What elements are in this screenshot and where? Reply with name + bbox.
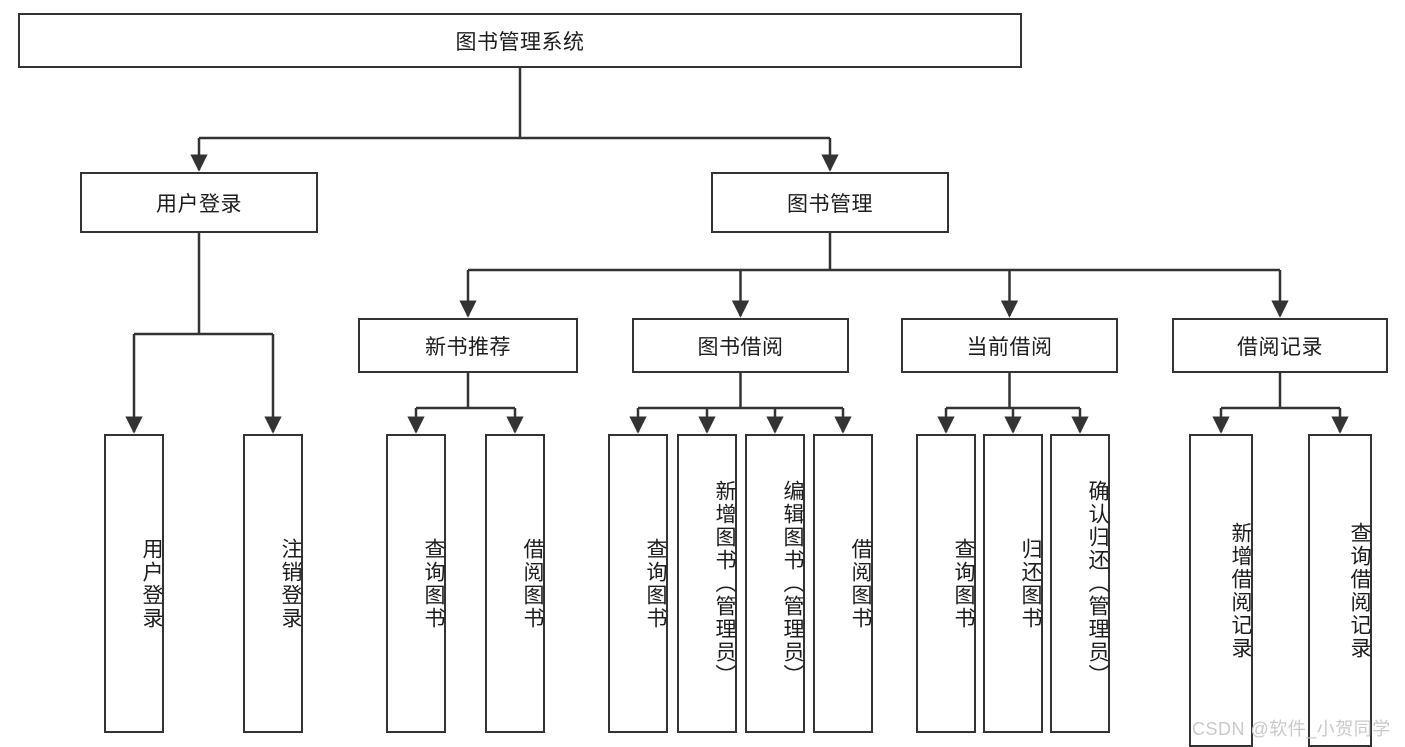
node-book-borrow[interactable]: 图书借阅	[632, 318, 849, 373]
leaf-query-book-current[interactable]: 查询图书	[916, 434, 976, 733]
node-user-login-label: 用户登录	[156, 192, 242, 216]
node-book-manage-label: 图书管理	[787, 192, 873, 216]
leaf-borrow-book[interactable]: 借阅图书	[813, 434, 873, 733]
leaf-user-login[interactable]: 用户登录	[104, 434, 164, 733]
leaf-query-borrow-record[interactable]: 查询借阅记录	[1308, 434, 1372, 747]
node-root-label: 图书管理系统	[455, 30, 585, 54]
leaf-logout-label: 注销登录	[279, 537, 302, 630]
node-current-borrow-label: 当前借阅	[966, 335, 1053, 359]
node-new-book-recommend-label: 新书推荐	[425, 335, 511, 359]
leaf-edit-book-label: 编辑图书（管理员）	[781, 480, 804, 687]
leaf-query-book-borrow-label: 查询图书	[644, 537, 667, 630]
leaf-query-book-current-label: 查询图书	[952, 537, 975, 630]
leaf-query-borrow-record-label: 查询借阅记录	[1348, 521, 1371, 660]
leaf-query-book-recommend-label: 查询图书	[422, 537, 445, 630]
leaf-confirm-return[interactable]: 确认归还（管理员）	[1050, 434, 1110, 733]
node-current-borrow[interactable]: 当前借阅	[901, 318, 1118, 373]
leaf-logout[interactable]: 注销登录	[243, 434, 303, 733]
leaf-add-book-label: 新增图书（管理员）	[713, 480, 736, 687]
leaf-edit-book[interactable]: 编辑图书（管理员）	[745, 434, 805, 733]
leaf-borrow-book-recommend-label: 借阅图书	[521, 537, 544, 630]
node-book-borrow-label: 图书借阅	[697, 335, 784, 359]
node-borrow-record[interactable]: 借阅记录	[1172, 318, 1388, 373]
leaf-return-book-label: 归还图书	[1019, 537, 1042, 630]
node-user-login[interactable]: 用户登录	[80, 172, 318, 233]
leaf-user-login-label: 用户登录	[140, 537, 163, 630]
leaf-return-book[interactable]: 归还图书	[983, 434, 1043, 733]
leaf-borrow-book-recommend[interactable]: 借阅图书	[485, 434, 545, 733]
node-book-manage[interactable]: 图书管理	[711, 172, 949, 233]
leaf-query-book-borrow[interactable]: 查询图书	[608, 434, 668, 733]
leaf-confirm-return-label: 确认归还（管理员）	[1086, 480, 1109, 687]
leaf-add-borrow-record-label: 新增借阅记录	[1229, 521, 1252, 660]
leaf-borrow-book-label: 借阅图书	[849, 537, 872, 630]
csdn-watermark: CSDN @软件_小贺同学	[1192, 719, 1391, 739]
leaf-add-borrow-record[interactable]: 新增借阅记录	[1189, 434, 1253, 747]
node-borrow-record-label: 借阅记录	[1237, 335, 1323, 359]
leaf-query-book-recommend[interactable]: 查询图书	[386, 434, 446, 733]
leaf-add-book[interactable]: 新增图书（管理员）	[677, 434, 737, 733]
node-new-book-recommend[interactable]: 新书推荐	[358, 318, 578, 373]
node-root[interactable]: 图书管理系统	[18, 13, 1022, 68]
